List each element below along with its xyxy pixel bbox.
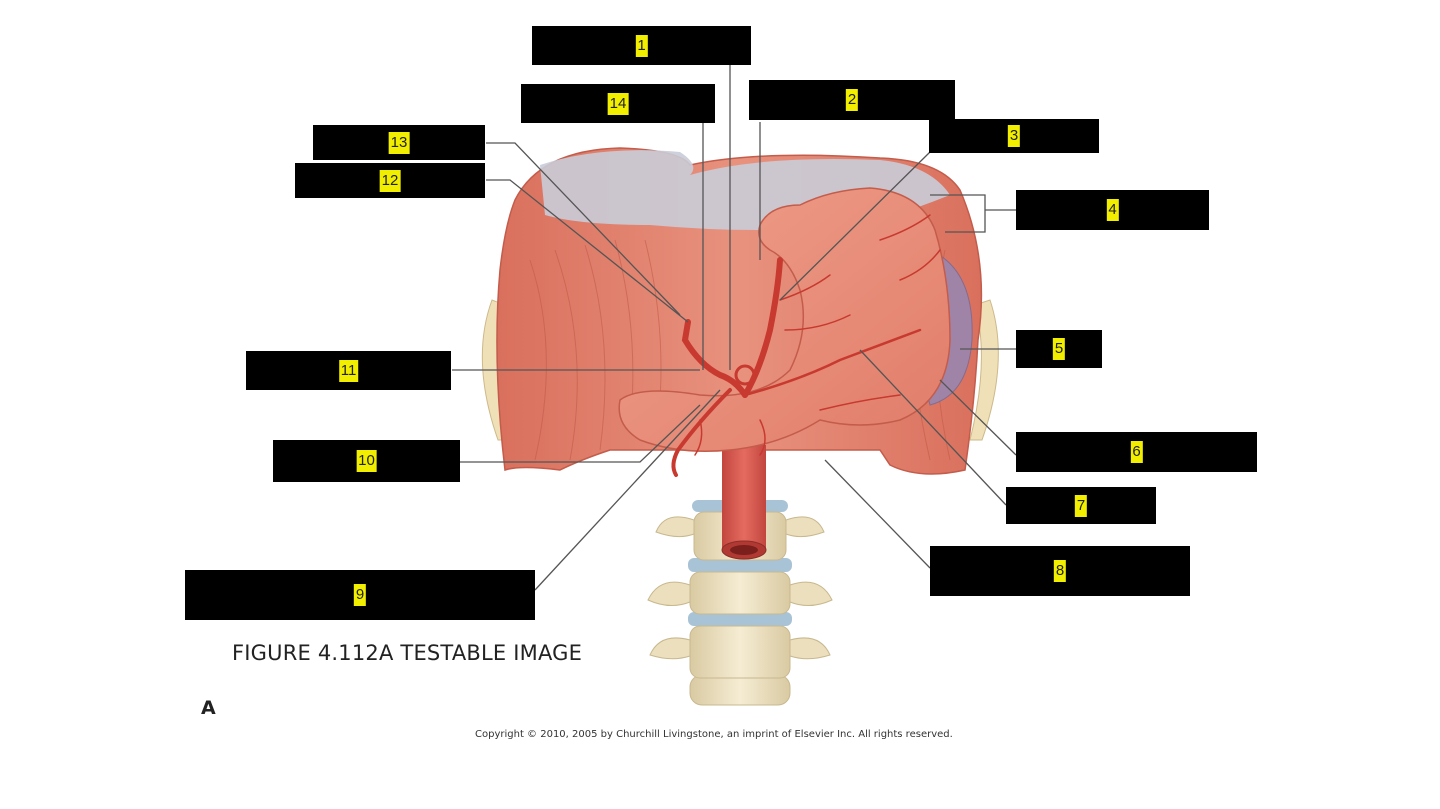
copyright-notice: Copyright © 2010, 2005 by Churchill Livi… (475, 729, 953, 740)
aorta (721, 445, 767, 560)
label-number: 11 (338, 359, 359, 382)
panel-letter: A (201, 697, 216, 719)
label-number: 8 (1053, 560, 1067, 582)
label-number: 1 (635, 34, 648, 57)
label-number: 10 (356, 450, 377, 472)
label-number: 6 (1130, 441, 1143, 463)
label-box-12: 12 (295, 163, 485, 198)
label-number: 9 (353, 584, 367, 606)
label-number: 5 (1052, 338, 1066, 360)
label-box-2: 2 (749, 80, 955, 120)
label-box-7: 7 (1006, 487, 1156, 524)
label-box-1: 1 (532, 26, 751, 65)
celiac-trunk (734, 364, 756, 386)
label-box-5: 5 (1016, 330, 1102, 368)
label-box-10: 10 (273, 440, 460, 482)
right-rib (969, 299, 999, 441)
label-box-9: 9 (185, 570, 535, 620)
label-box-11: 11 (246, 351, 451, 390)
label-number: 4 (1106, 199, 1119, 221)
leader-lines (452, 65, 1017, 591)
label-number: 14 (607, 92, 629, 115)
label-box-4: 4 (1016, 190, 1209, 230)
label-box-3: 3 (929, 119, 1099, 153)
label-number: 2 (845, 89, 859, 111)
label-number: 13 (388, 131, 410, 154)
label-number: 7 (1074, 494, 1088, 517)
label-number: 12 (379, 169, 401, 192)
label-box-14: 14 (521, 84, 715, 123)
label-box-8: 8 (930, 546, 1190, 596)
label-box-6: 6 (1016, 432, 1257, 472)
label-box-13: 13 (313, 125, 485, 160)
stomach (618, 187, 951, 452)
figure-caption: FIGURE 4.112A TESTABLE IMAGE (232, 641, 583, 665)
label-number: 3 (1007, 125, 1021, 147)
